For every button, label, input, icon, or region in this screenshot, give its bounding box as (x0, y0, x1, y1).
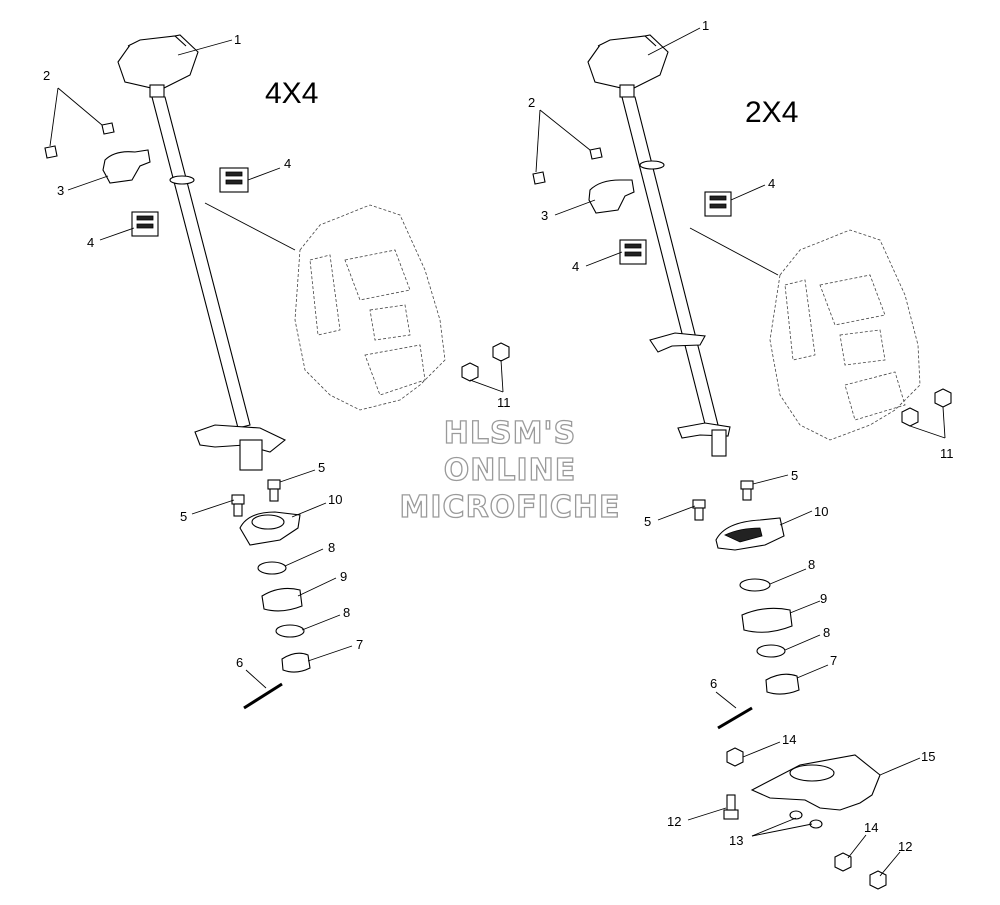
callout-4x4-4a: 4 (284, 156, 291, 171)
callout-4x4-5a: 5 (318, 460, 325, 475)
callout-2x4-15: 15 (921, 749, 935, 764)
part-3-clamp (102, 149, 151, 184)
callout-2x4-13: 13 (729, 833, 743, 848)
part-7-nut (281, 652, 311, 673)
steering-column (587, 34, 731, 457)
part-7-nut (765, 673, 800, 695)
part-2-fasteners (532, 147, 603, 185)
leader-lines-2x4 (535, 27, 946, 877)
callout-2x4-6: 6 (710, 676, 717, 691)
callout-2x4-9: 9 (820, 591, 827, 606)
callout-2x4-14a: 14 (782, 732, 796, 747)
part-11-nuts (461, 342, 510, 382)
connector-line (689, 227, 779, 276)
callout-4x4-5b: 5 (180, 509, 187, 524)
callout-2x4-11: 11 (940, 446, 954, 461)
part-5-bolts (692, 480, 754, 521)
callout-4x4-8a: 8 (328, 540, 335, 555)
callout-4x4-10: 10 (328, 492, 342, 507)
part-11-nuts (901, 388, 952, 427)
callout-4x4-1: 1 (234, 32, 241, 47)
callout-2x4-14b: 14 (864, 820, 878, 835)
callout-2x4-12b: 12 (898, 839, 912, 854)
part-5-bolts (231, 479, 281, 517)
callout-4x4-8b: 8 (343, 605, 350, 620)
callout-2x4-12a: 12 (667, 814, 681, 829)
leader-lines-4x4 (49, 39, 504, 689)
callout-2x4-2: 2 (528, 95, 535, 110)
part-15-bracket (750, 754, 881, 811)
watermark: HLSM'S ONLINE MICROFICHE (360, 415, 660, 526)
part-14-nuts (726, 747, 852, 872)
callout-4x4-9: 9 (340, 569, 347, 584)
callout-4x4-3: 3 (57, 183, 64, 198)
part-12-bolts (723, 794, 887, 890)
steering-column (117, 34, 287, 471)
part-3-clamp (588, 179, 635, 214)
part-2-fasteners (44, 122, 115, 159)
callout-2x4-3: 3 (541, 208, 548, 223)
variant-label-4x4: 4X4 (265, 77, 318, 110)
callout-4x4-11: 11 (497, 395, 511, 410)
part-8-washer-upper (257, 561, 287, 575)
callout-2x4-1: 1 (702, 18, 709, 33)
part-8-washer-upper (739, 578, 771, 592)
watermark-line-1: HLSM'S (443, 415, 577, 451)
callout-2x4-5a: 5 (791, 468, 798, 483)
part-4-clips (131, 167, 249, 237)
part-8-washer-lower (275, 624, 305, 638)
watermark-line-3: MICROFICHE (399, 489, 621, 525)
variant-label-2x4: 2X4 (745, 96, 798, 129)
callouts-4x4: 1 2 3 4 4 5 5 10 8 9 8 7 6 11 (43, 32, 511, 670)
frame-outline (769, 229, 921, 441)
assembly-4x4: 4X4 (43, 32, 511, 710)
callouts-2x4: 1 2 3 4 4 5 5 10 8 9 8 7 6 11 14 15 12 1… (528, 18, 954, 854)
part-8-washer-lower (756, 644, 786, 658)
frame-outline (294, 204, 446, 411)
callout-2x4-8a: 8 (808, 557, 815, 572)
watermark-line-2: ONLINE (443, 452, 577, 488)
callout-2x4-5b: 5 (644, 514, 651, 529)
callout-2x4-4b: 4 (572, 259, 579, 274)
callout-4x4-4b: 4 (87, 235, 94, 250)
part-6-pin (243, 682, 283, 710)
part-6-pin (717, 706, 753, 730)
callout-2x4-10: 10 (814, 504, 828, 519)
connector-line (204, 202, 296, 251)
callout-4x4-2: 2 (43, 68, 50, 83)
callout-2x4-7: 7 (830, 653, 837, 668)
callout-4x4-6: 6 (236, 655, 243, 670)
assembly-2x4: 2X4 (528, 18, 954, 890)
part-9-bushing (741, 607, 793, 633)
part-9-bushing (261, 587, 303, 612)
callout-4x4-7: 7 (356, 637, 363, 652)
part-4-clips (619, 191, 732, 265)
callout-2x4-4a: 4 (768, 176, 775, 191)
callout-2x4-8b: 8 (823, 625, 830, 640)
